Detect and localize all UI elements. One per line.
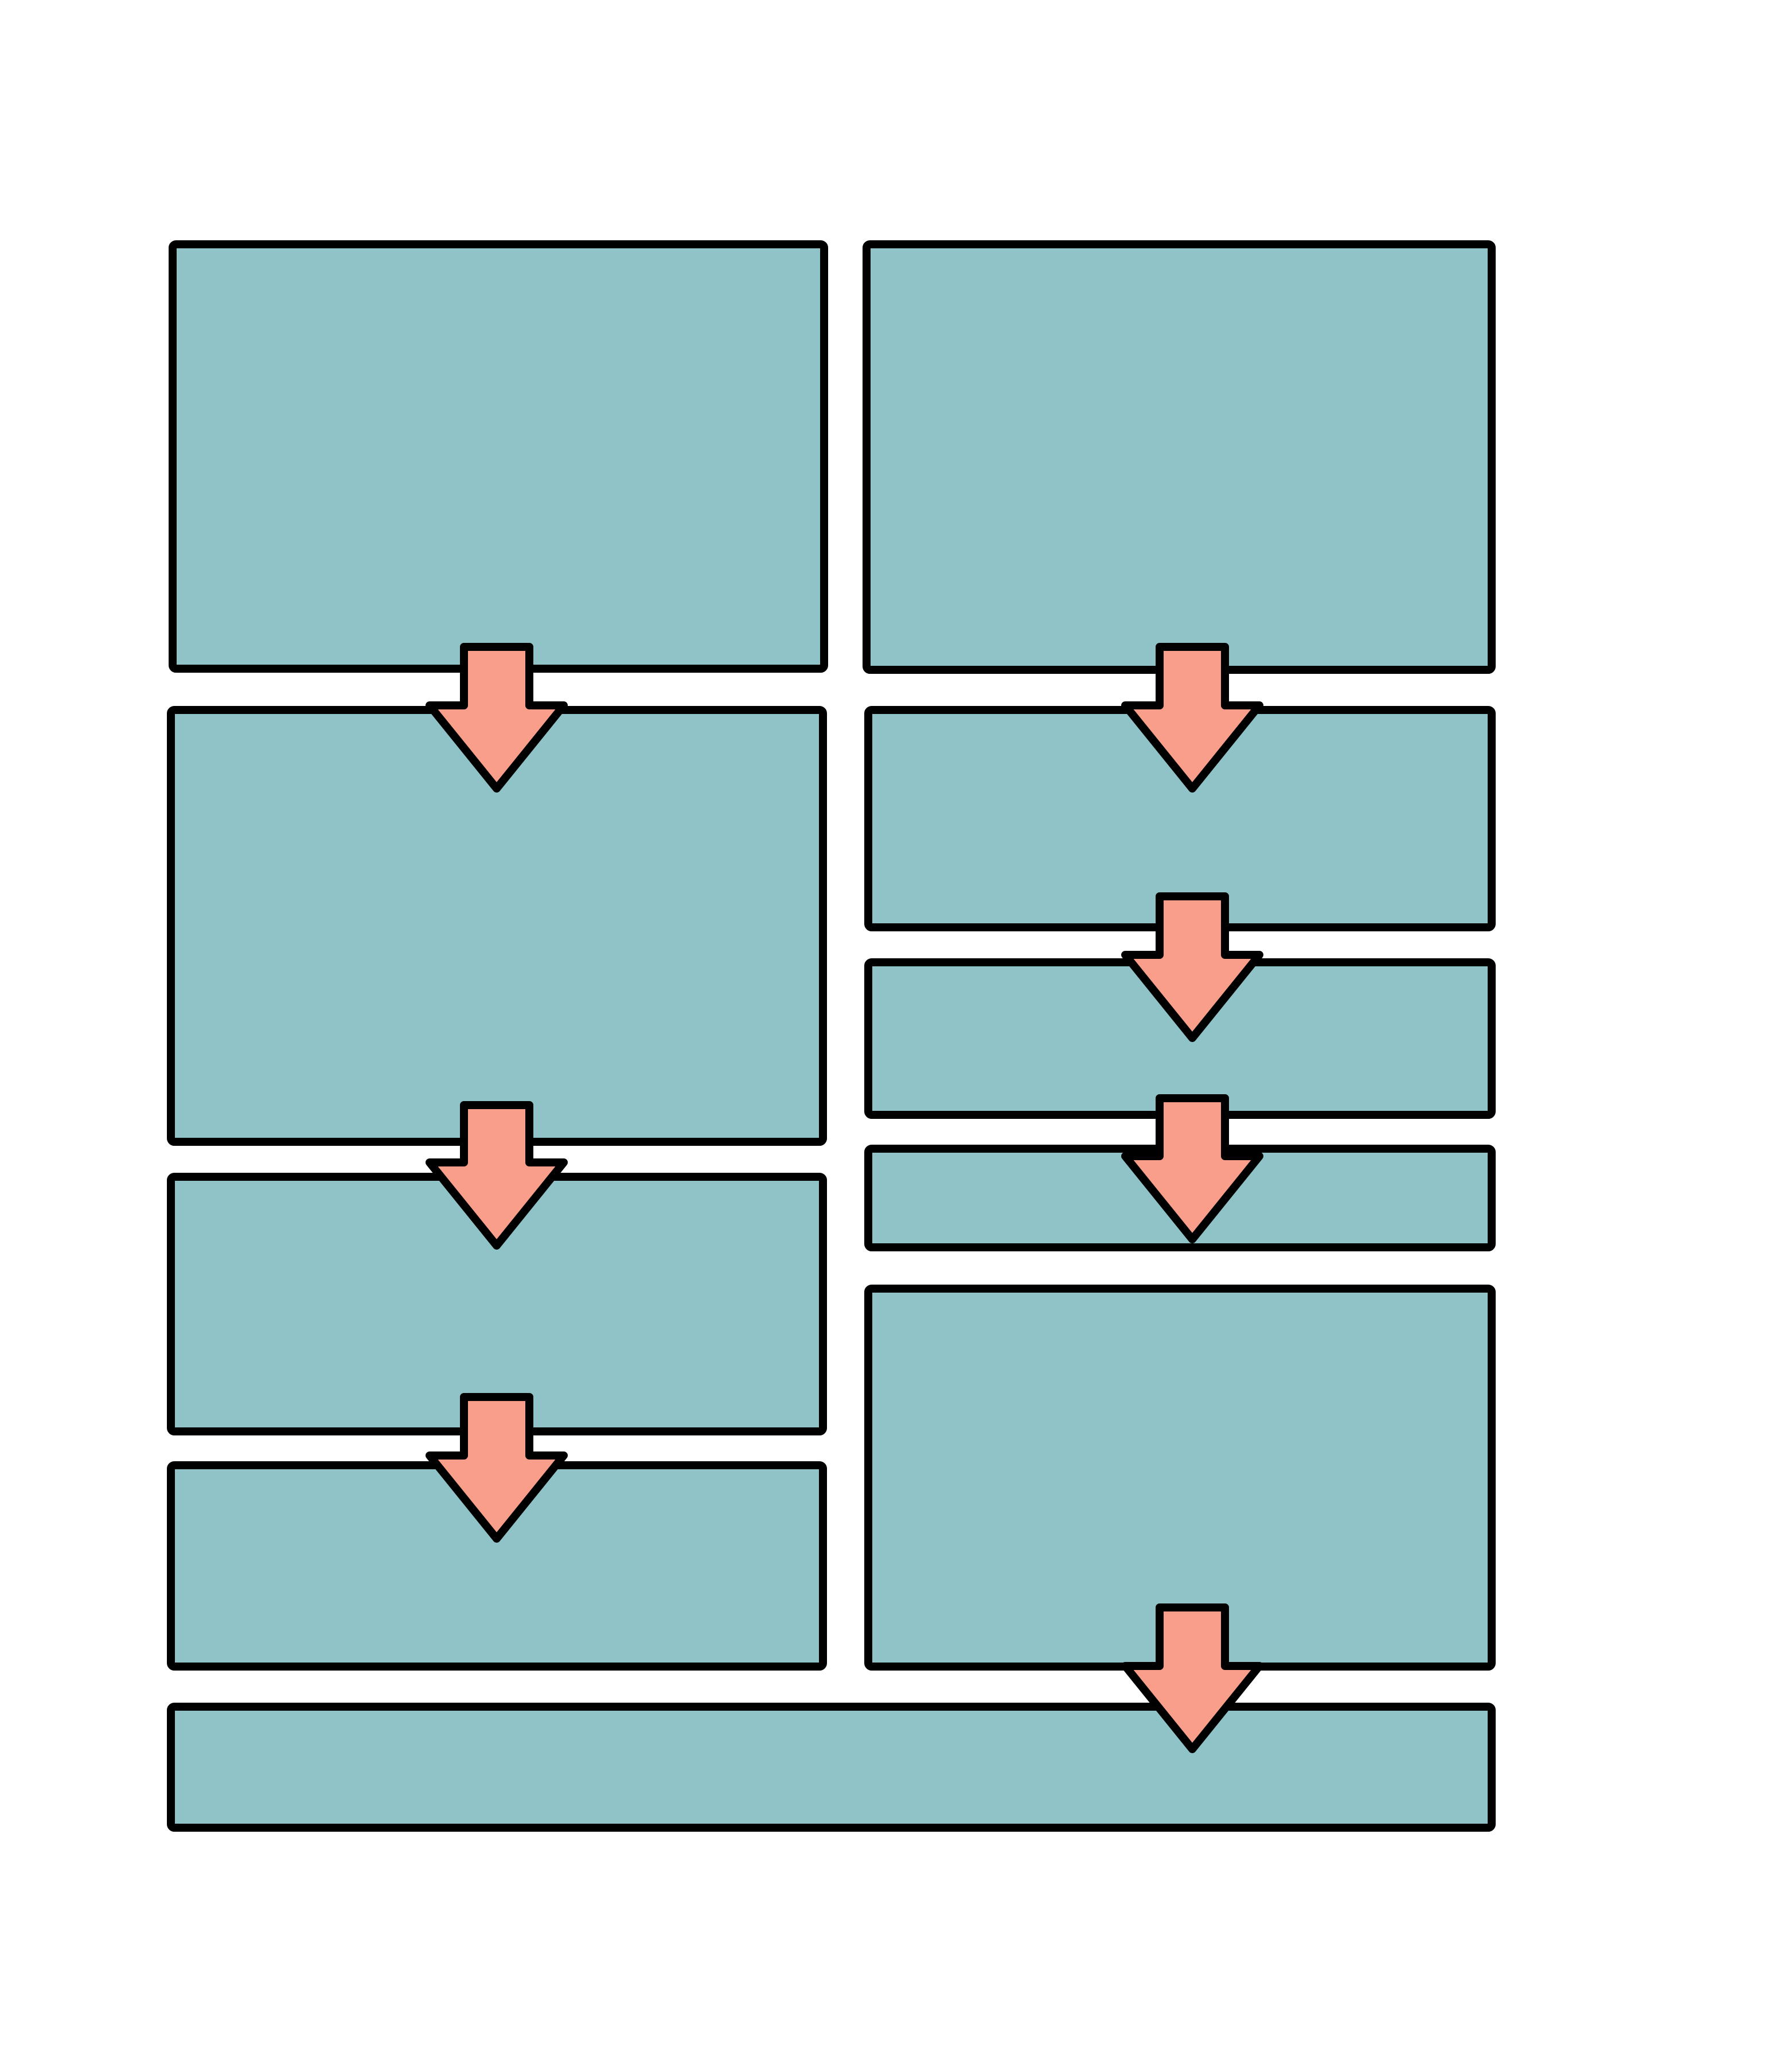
- down-arrow-icon: [426, 1101, 568, 1250]
- down-arrow-icon: [1121, 892, 1263, 1042]
- down-arrow-icon: [426, 1393, 568, 1543]
- box-bottom: [167, 1703, 1496, 1832]
- box-left-1: [169, 240, 828, 673]
- down-arrow-icon: [1121, 1094, 1263, 1243]
- box-right-1: [863, 240, 1496, 674]
- down-arrow-icon: [1121, 1603, 1263, 1753]
- down-arrow-icon: [426, 643, 568, 793]
- boxes-layer: [167, 240, 1496, 1832]
- down-arrow-icon: [1121, 643, 1263, 793]
- arrows-layer: [426, 643, 1263, 1753]
